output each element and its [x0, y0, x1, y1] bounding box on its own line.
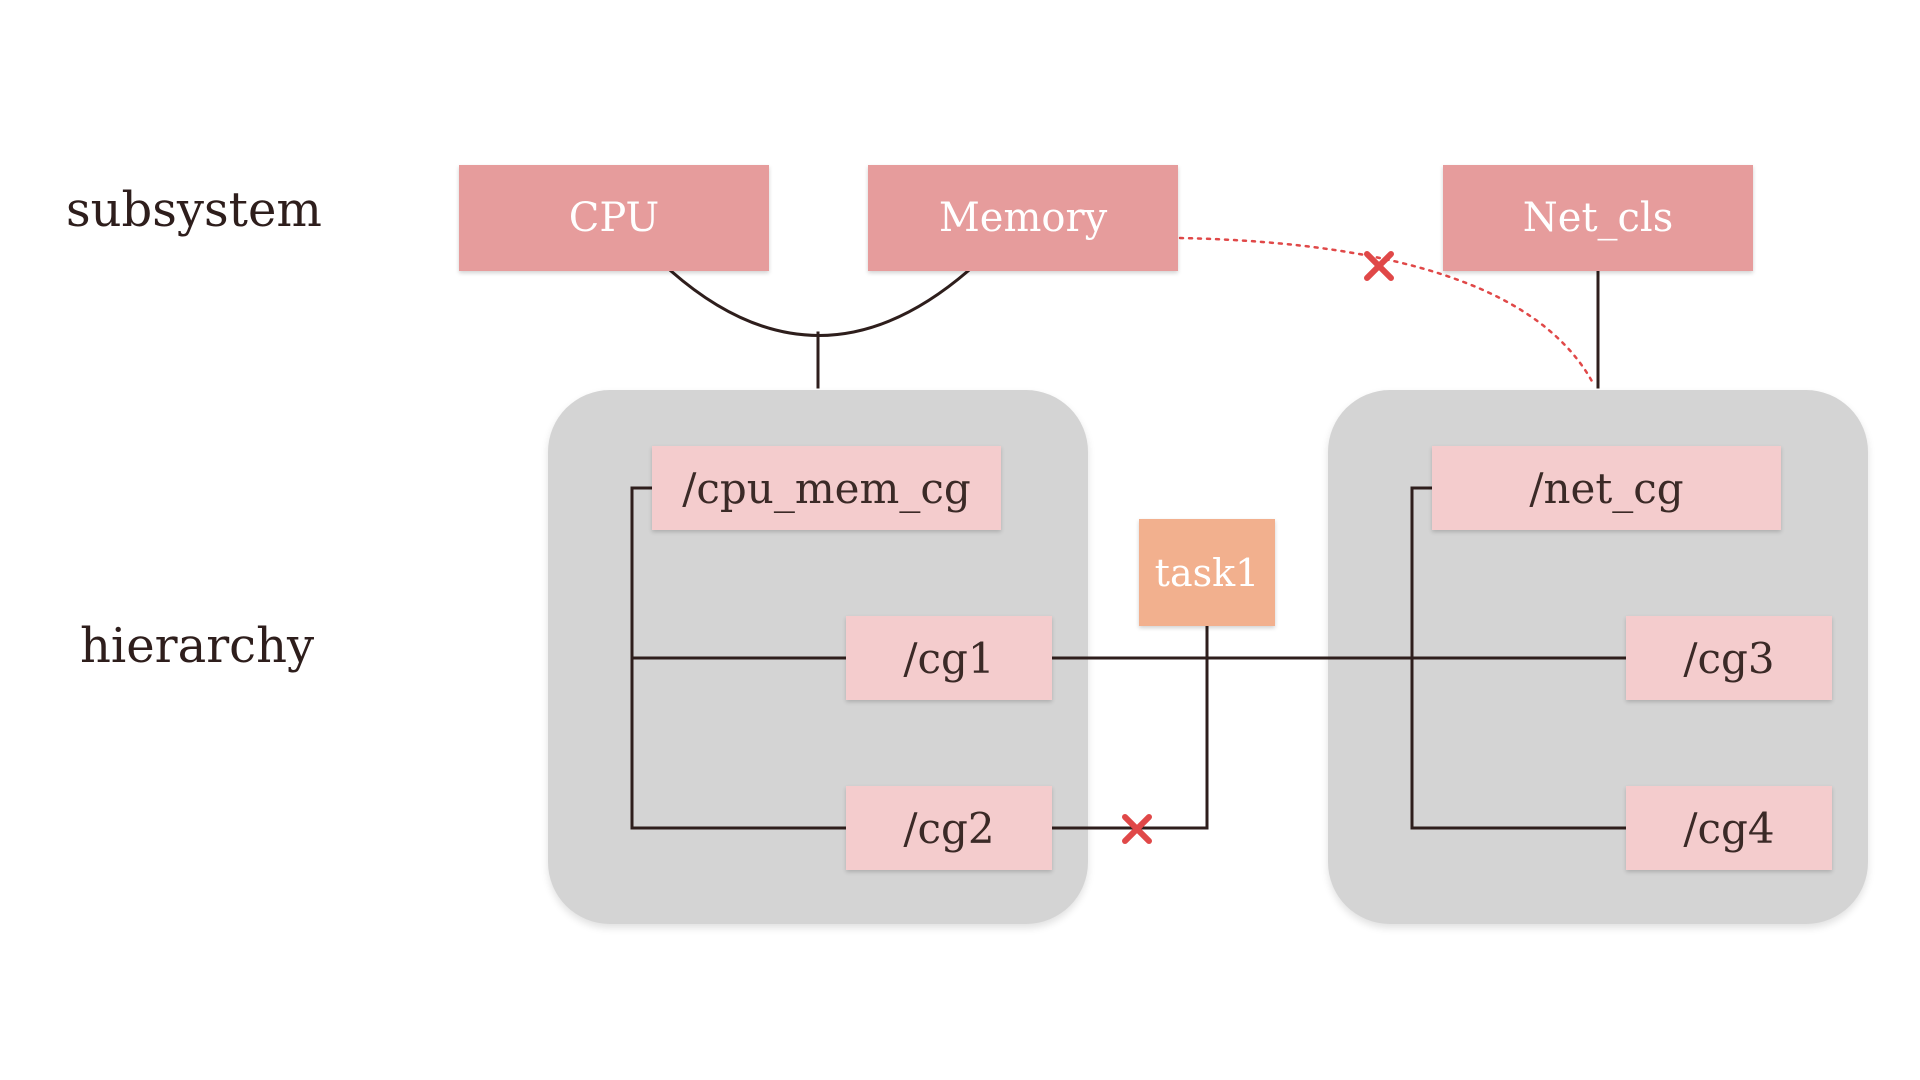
subsystem-memory: Memory	[868, 165, 1178, 271]
cgroup-cpu-mem-cg: /cpu_mem_cg	[652, 446, 1001, 530]
cpu-memory-arc	[668, 268, 971, 337]
cgroup-cg3: /cg3	[1626, 616, 1832, 700]
forbidden-cross-cg2	[1122, 814, 1152, 844]
hierarchy-row-label: hierarchy	[80, 618, 315, 674]
forbidden-cross-memory	[1364, 251, 1394, 281]
subsystem-row-label: subsystem	[66, 182, 322, 238]
subsystem-net-cls: Net_cls	[1443, 165, 1753, 271]
task-box: task1	[1139, 519, 1275, 626]
cgroup-cg4: /cg4	[1626, 786, 1832, 870]
cgroup-cg1: /cg1	[846, 616, 1052, 700]
subsystem-cpu: CPU	[459, 165, 769, 271]
cgroup-net-cg: /net_cg	[1432, 446, 1781, 530]
memory-to-net-cg-dotted	[1178, 236, 1596, 387]
cgroup-cg2: /cg2	[846, 786, 1052, 870]
